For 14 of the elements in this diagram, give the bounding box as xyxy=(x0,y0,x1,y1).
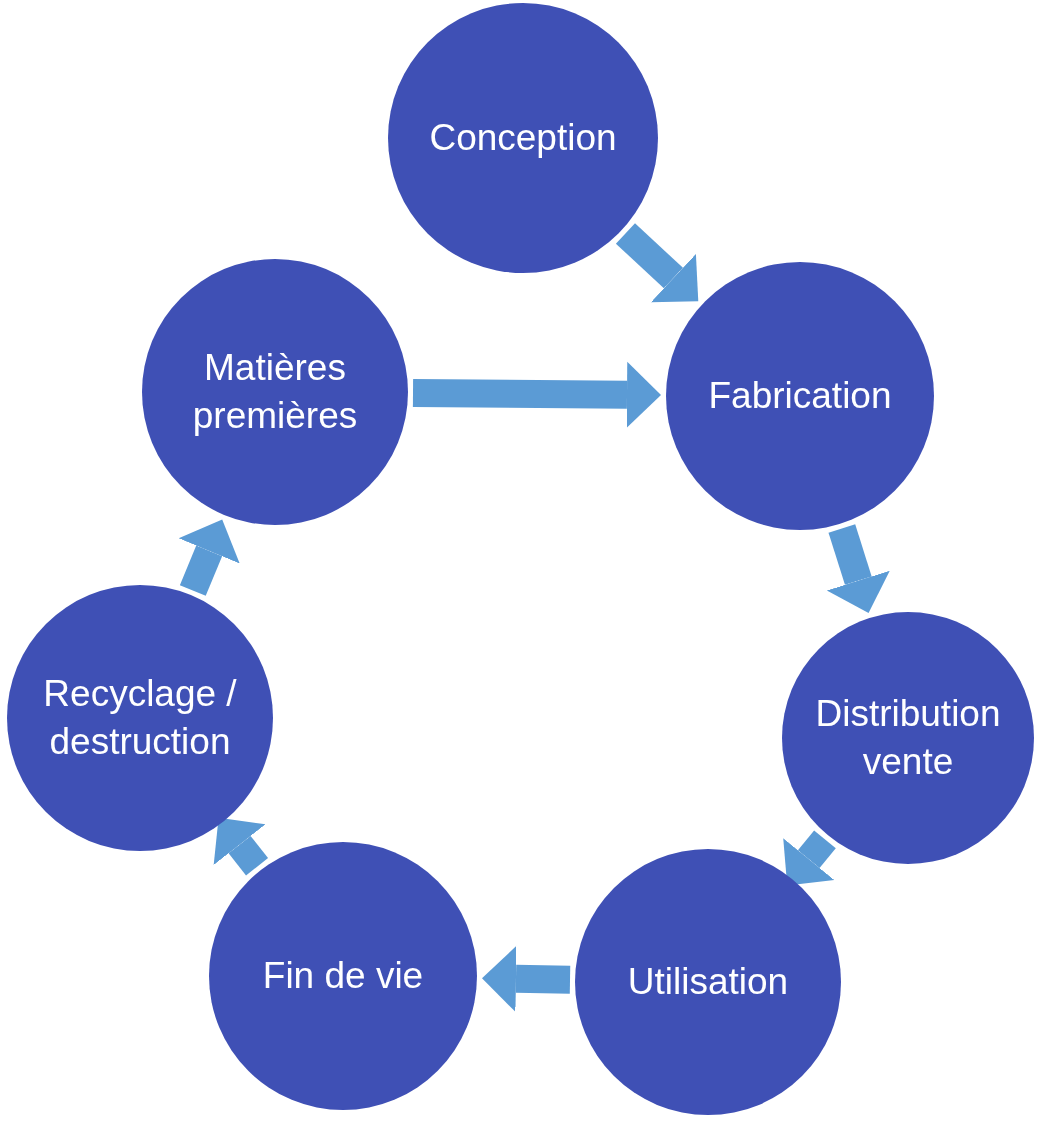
block-arrow xyxy=(178,519,240,596)
block-arrow xyxy=(412,361,661,428)
block-arrow xyxy=(615,223,699,303)
block-arrow xyxy=(826,524,890,614)
stage-label: Conception xyxy=(428,115,618,160)
stage-label: Matières premières xyxy=(191,345,359,438)
stage-label: Fin de vie xyxy=(261,953,425,998)
block-arrow xyxy=(783,830,836,886)
block-arrow xyxy=(482,945,571,1012)
stage-label: Fabrication xyxy=(707,373,893,418)
stage-label: Recyclage / destruction xyxy=(42,671,238,764)
stage-label: Utilisation xyxy=(626,959,790,1004)
stage-label: Distribution vente xyxy=(814,691,1002,784)
block-arrow xyxy=(213,817,269,876)
